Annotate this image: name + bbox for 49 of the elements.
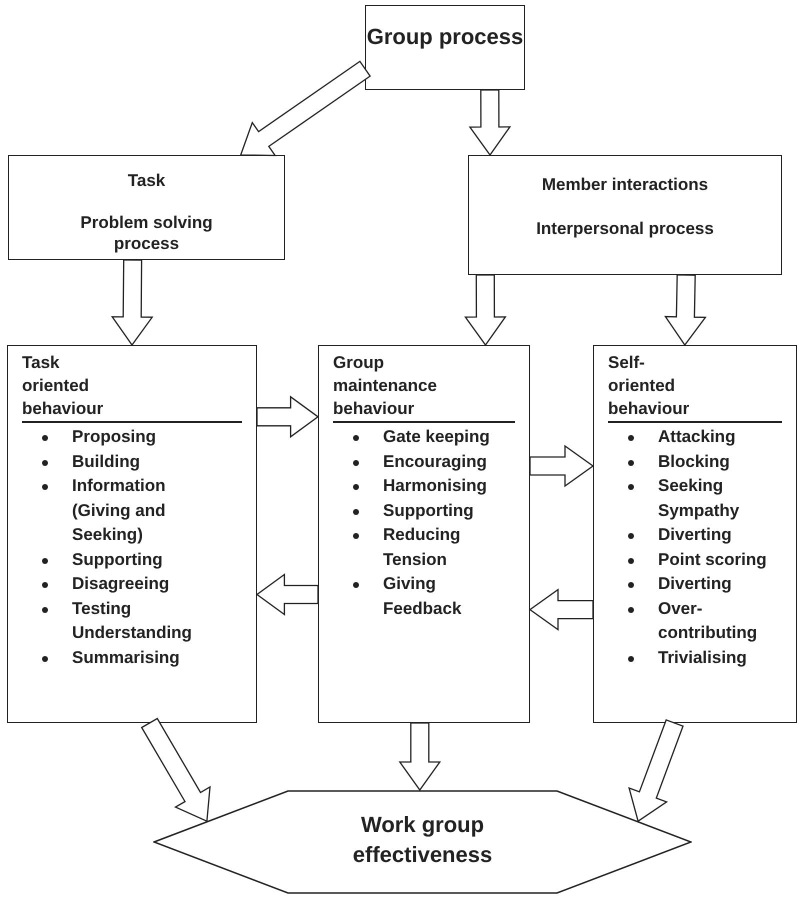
bullet-item: Harmonising [383,474,517,498]
box-title: Task [126,170,166,191]
bullet-item: Giving Feedback [383,572,517,621]
bullet-item: Supporting [72,548,222,572]
block-arrow [140,718,211,822]
block-arrow [398,722,442,792]
panel-heading: Self- oriented behaviour [608,352,690,420]
block-arrow [664,274,707,346]
bullet-item: Testing Understanding [72,596,222,646]
bullet-item: Seeking Sympathy [658,474,798,523]
block-arrow [628,719,684,822]
bullet-item: Trivialising [658,646,798,670]
bullet-item: Diverting [658,523,798,548]
block-arrow [256,573,319,616]
bullet-item: Encouraging [383,450,517,474]
process-box [8,155,285,260]
hexagon-shape [153,790,692,894]
bullet-item: Building [72,450,222,474]
behaviour-panel [593,345,797,723]
block-arrow [464,274,507,346]
box-title: Member interactions [540,174,710,195]
bullet-item: Gate keeping [383,425,517,450]
box-subtitle: Problem solving process [79,212,214,254]
process-box [365,5,525,90]
block-arrow [528,588,594,631]
block-arrow [240,60,371,156]
process-box [468,155,782,275]
box-title: Group process [366,24,524,50]
bullet-item: Point scoring [658,548,798,572]
bullet-item: Reducing Tension [383,523,517,572]
hexagon-label: Work group effectiveness [352,811,494,869]
bullet-item: Proposing [72,425,222,450]
bullet-item: Blocking [658,450,798,474]
bullet-item: Attacking [658,425,798,450]
block-arrow [468,89,512,156]
block-arrow [529,444,594,488]
panel-heading: Group maintenance behaviour [333,352,437,420]
behaviour-panel [7,345,257,723]
bullet-item: Supporting [383,498,517,523]
block-arrow [110,259,154,346]
bullet-item: Information (Giving and Seeking) [72,474,222,548]
panel-heading: Task oriented behaviour [22,352,104,420]
bullet-item: Over- contributing [658,596,798,646]
block-arrow [256,396,320,438]
bullet-item: Disagreeing [72,572,222,596]
bullet-item: Summarising [72,646,222,670]
box-subtitle: Interpersonal process [535,218,715,239]
bullet-item: Diverting [658,572,798,596]
behaviour-panel [318,345,530,723]
